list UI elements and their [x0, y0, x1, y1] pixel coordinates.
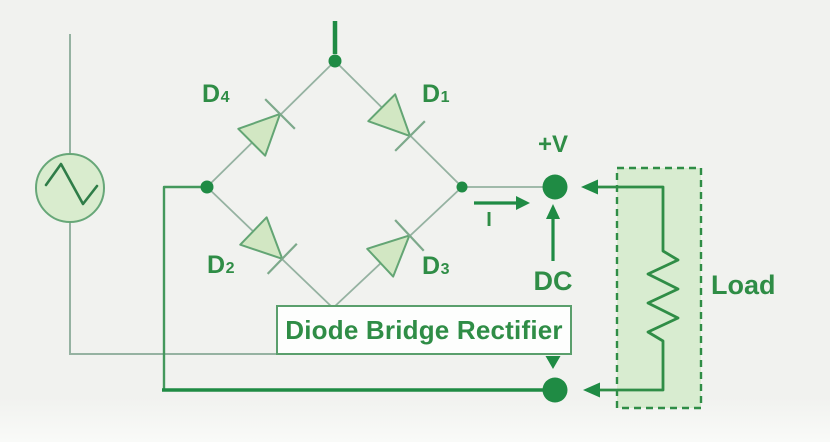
diode-d1-cathode-bar: [394, 120, 426, 152]
right-junction-dot: [456, 181, 468, 193]
diode-label-d3: D3: [422, 254, 450, 279]
current-label: I: [486, 209, 492, 231]
diode-d3-triangle: [366, 234, 411, 278]
diode-d2-cathode-bar: [266, 242, 298, 275]
diode-label-d2-sub: 2: [225, 260, 235, 277]
load-label: Load: [711, 270, 776, 300]
diode-label-d3-sub: 3: [440, 261, 450, 278]
positive-terminal-label: +V: [537, 131, 569, 158]
dc-output-label: DC: [533, 266, 573, 296]
diode-d1: [367, 93, 426, 152]
load-top-arrow-icon: [581, 179, 598, 195]
positive-terminal-dot: [542, 174, 568, 200]
diode-d3-cathode-bar: [394, 219, 425, 252]
load-resistor-icon: [594, 185, 680, 392]
ac-waveform-icon: [44, 162, 99, 206]
negative-branch-wire: [162, 185, 207, 390]
diode-d4-triangle: [237, 112, 282, 157]
diode-label-d4-sub: 4: [220, 89, 230, 106]
diode-label-d1: D1: [422, 82, 450, 107]
diode-d2-triangle: [239, 216, 284, 260]
title-box: Diode Bridge Rectifier: [276, 305, 572, 355]
current-arrow-icon: [516, 196, 530, 210]
dc-up-arrow-icon: [546, 204, 560, 219]
diode-label-d1-base: D: [422, 80, 441, 108]
load-dashed-box: [615, 166, 703, 410]
diode-label-d4-base: D: [202, 80, 221, 108]
diode-label-d1-sub: 1: [440, 89, 450, 106]
ac-source-icon: [35, 153, 105, 223]
top-junction-dot: [328, 54, 342, 68]
diode-label-d2: D2: [207, 253, 235, 278]
diode-label-d2-base: D: [207, 251, 226, 279]
title-box-label: Diode Bridge Rectifier: [285, 314, 563, 345]
negative-terminal-dot: [542, 377, 568, 403]
diode-d4-cathode-bar: [264, 98, 296, 130]
load-bottom-arrow-icon: [583, 382, 600, 398]
left-junction-dot: [200, 180, 214, 194]
diode-label-d4: D4: [202, 82, 230, 107]
diode-d4: [237, 98, 296, 157]
diode-d2: [239, 216, 298, 275]
diode-label-d3-base: D: [422, 252, 441, 280]
diode-d1-triangle: [367, 93, 412, 138]
diode-d3: [366, 219, 425, 278]
ac-source-bottom-lead: [69, 222, 277, 355]
